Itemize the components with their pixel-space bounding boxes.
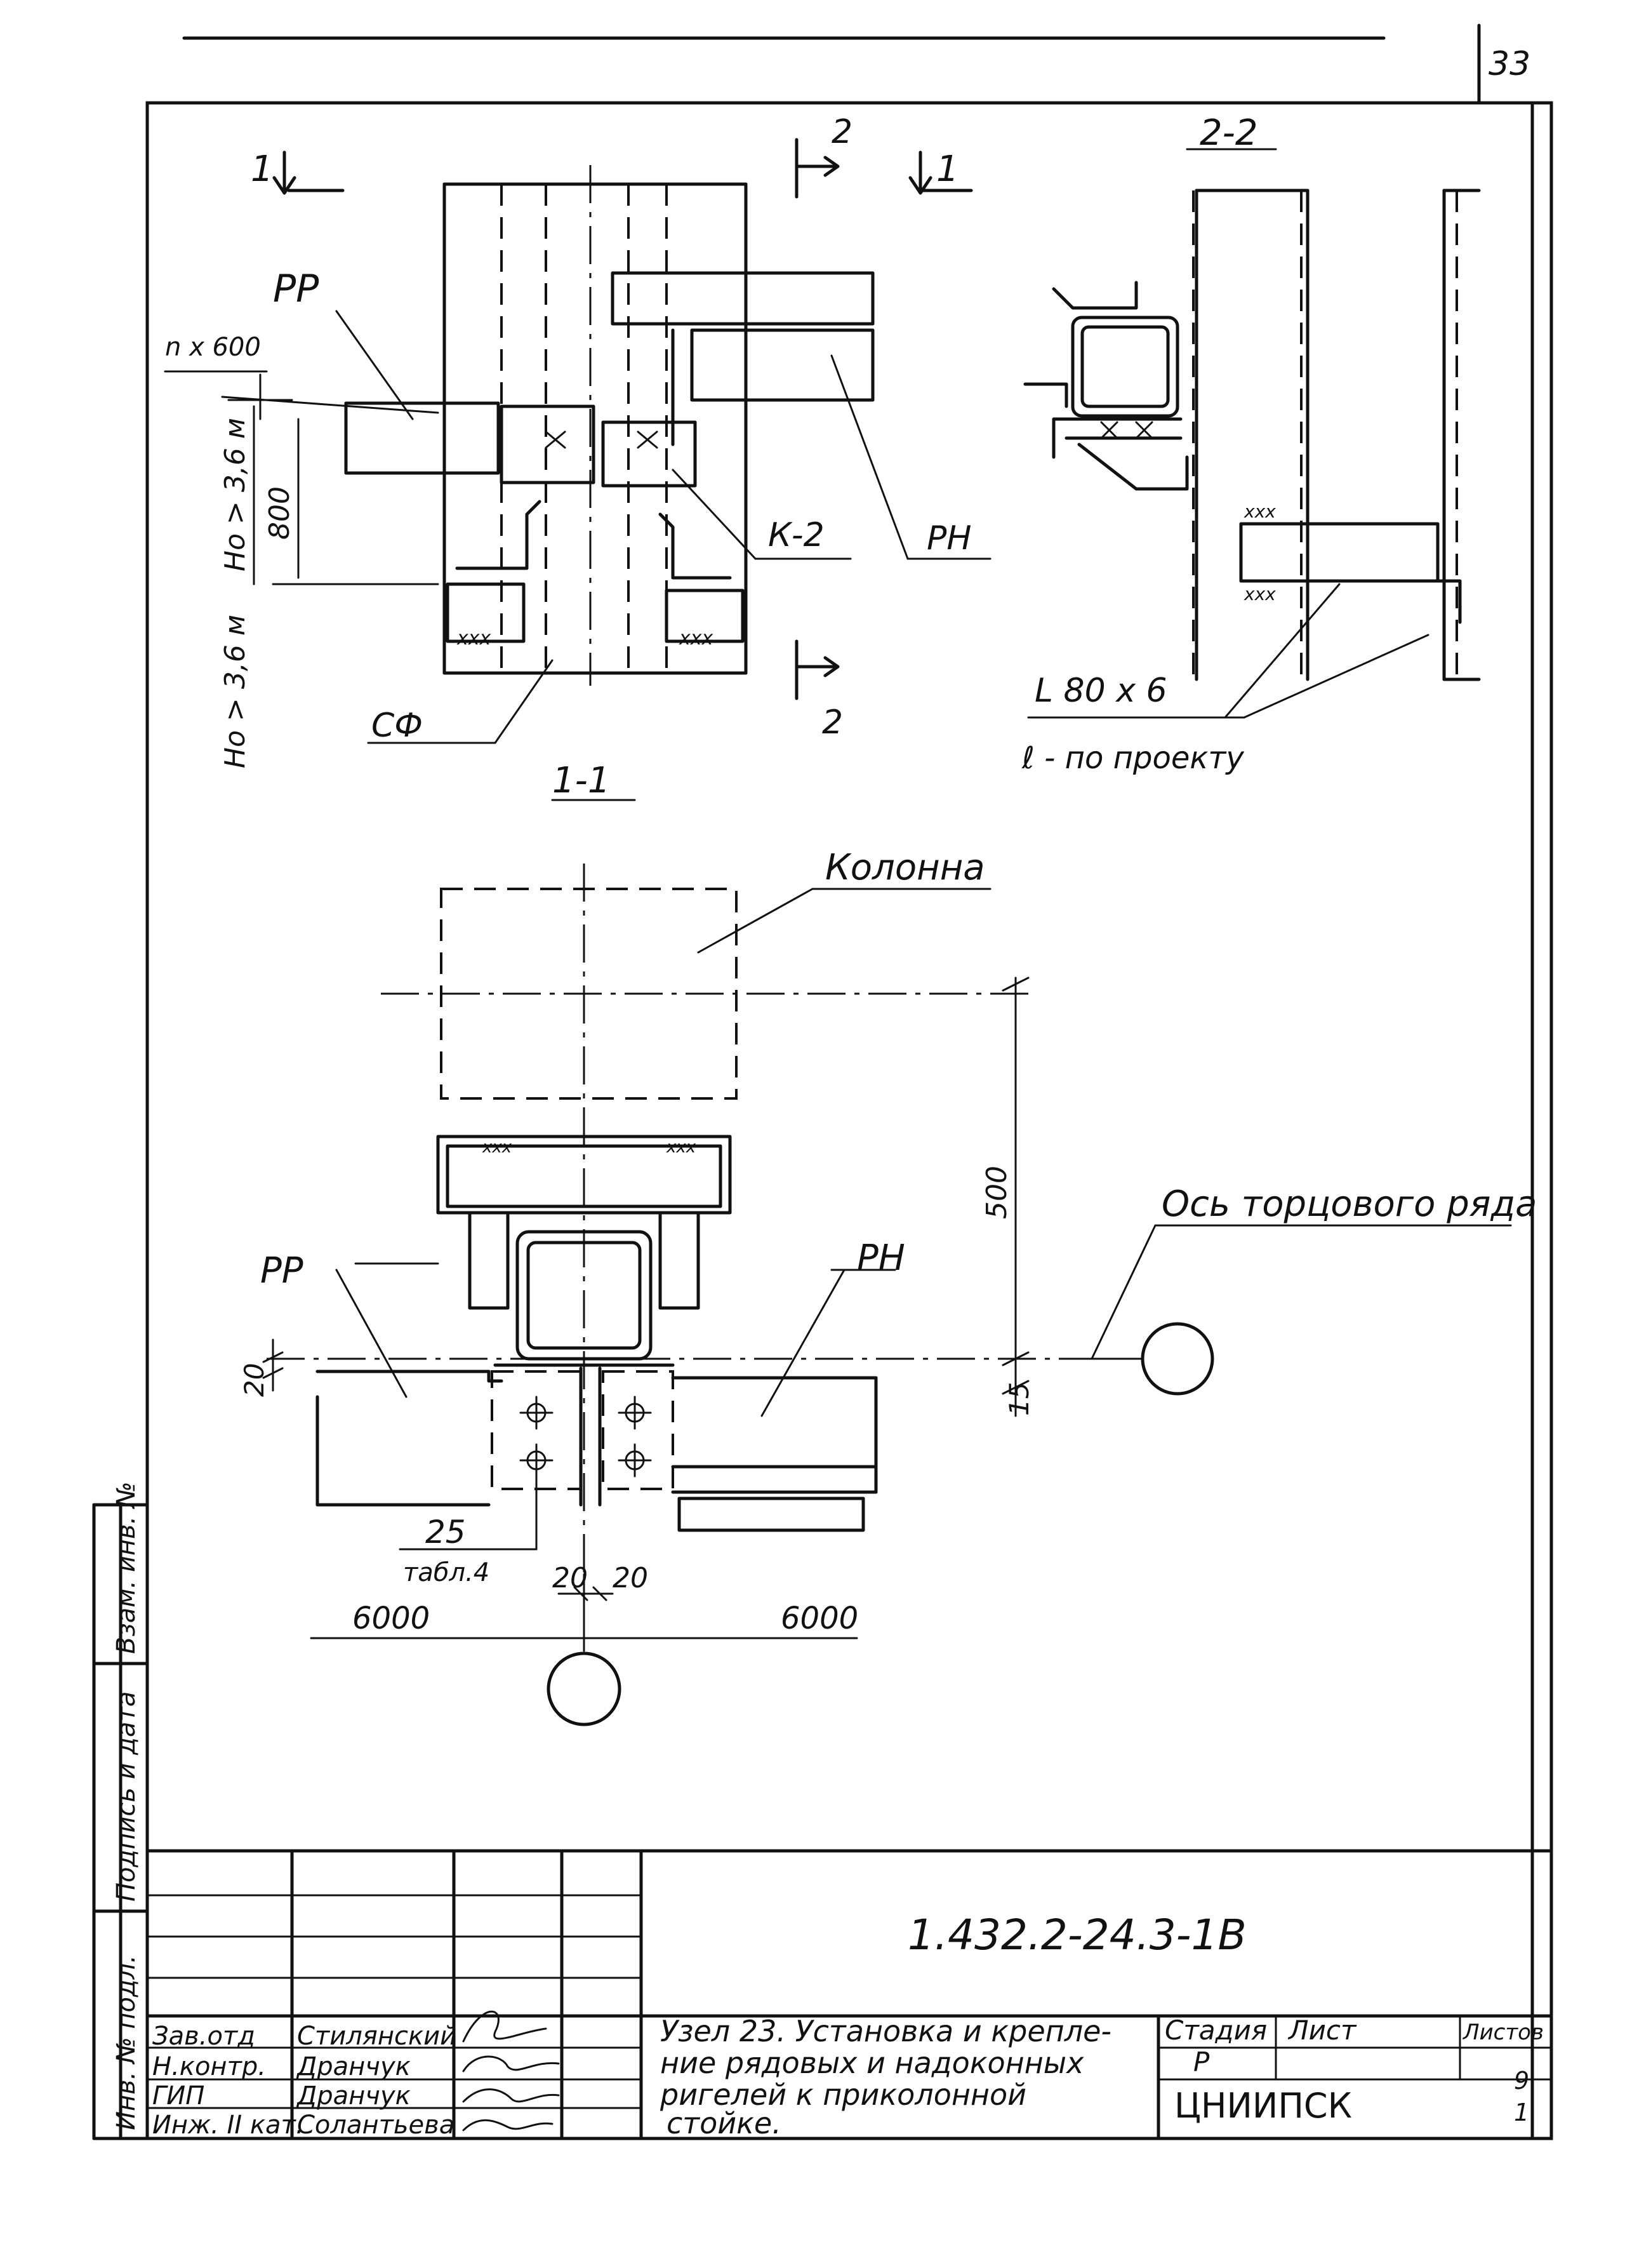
weld-mark-2: xxx [679,627,713,650]
margin-replace-inv: Взам. инв. № [112,1481,141,1654]
label-angle: L 80 x 6 [1035,672,1167,710]
sign-name-4: Солантьева [297,2111,454,2140]
title-desc-line-1: Узел 23. Установка и крепле- [660,2014,1111,2048]
weld-mark-1: xxx [456,627,491,650]
view-section-2-2: xxx xxx [1023,148,1481,719]
label-rr-top: РР [273,267,319,311]
label-table-ref: табл.4 [403,1558,489,1587]
sign-role-1: Зав.отд [152,2022,255,2051]
sign-name-1: Стилянский [297,2022,456,2051]
sign-role-3: ГИП [152,2081,204,2111]
label-end-row-axis: Ось торцового ряда [1162,1184,1537,1225]
label-section-2-2: 2-2 [1200,112,1257,154]
label-cut-1-left: 1 [251,149,274,190]
label-k2: К-2 [768,516,825,554]
label-sf: СФ [371,707,423,745]
title-desc-line-2: ние рядовых и надоконных [660,2046,1084,2080]
label-rn-top: РН [927,519,971,557]
stage-value: Р [1193,2046,1210,2078]
label-span-right: 6000 [781,1601,858,1636]
view-top-left: xxx xxx [164,138,992,744]
label-rn-bottom: РН [857,1237,905,1279]
label-column: Колонна [825,847,985,888]
label-step: n x 600 [165,333,261,362]
stage-header: Стадия [1165,2015,1267,2046]
label-dim-20-left: 20 [239,1363,270,1397]
handwritten-signatures [462,2010,560,2131]
label-cut-1-right: 1 [936,149,959,190]
margin-strip [92,1503,149,2140]
label-cut-2-bottom: 2 [822,704,843,742]
sheet-value: 9 [1514,2067,1529,2095]
label-gap-20-right: 20 [613,1562,648,1594]
view-section-1-1: xxx xxx [262,799,1512,1726]
page-number: 33 [1489,45,1530,83]
label-dim-500: 500 [981,1166,1013,1219]
sign-name-2: Дранчук [296,2052,411,2081]
label-gap-20-left: 20 [552,1562,588,1594]
sheet-header: Лист [1287,2015,1357,2046]
label-dim-15: 15 [1004,1382,1035,1416]
label-height-below: Hо > 3,6 м [219,615,251,768]
sign-role-4: Инж. II кат. [152,2111,304,2140]
label-span-left: 6000 [352,1601,430,1636]
label-cut-2-top: 2 [832,113,852,151]
sheets-value: 1 [1514,2098,1529,2126]
bolt-group [519,1396,652,1478]
margin-inv-no: Инв. № подл. [112,1955,141,2130]
weld-mark-4: xxx [1244,584,1276,604]
title-desc-line-4: стойке. [667,2106,781,2140]
sign-role-2: Н.контр. [152,2052,266,2081]
title-desc-line-3: ригелей к приколонной [660,2078,1026,2112]
margin-sign-date: Подпись и дата [112,1691,141,1902]
label-dim-800: 800 [263,486,296,540]
organization: ЦНИИПСК [1174,2086,1352,2126]
weld-mark-6: xxx [666,1138,696,1157]
label-rr-bottom: РР [260,1250,303,1291]
title-block [146,1849,1553,2138]
label-section-1-1: 1-1 [552,760,610,801]
sheet-frame [145,23,1553,2140]
document-code: 1.432.2-24.3-1В [908,1911,1247,1959]
label-height-above: Hо > 3,6 м [219,418,251,571]
sheets-header: Листов [1462,2020,1544,2045]
label-dim-25: 25 [425,1514,466,1551]
label-angle-length: ℓ - по проекту [1021,740,1244,776]
weld-mark-5: xxx [482,1138,512,1157]
weld-mark-3: xxx [1244,501,1276,522]
sign-name-3: Дранчук [296,2081,411,2111]
